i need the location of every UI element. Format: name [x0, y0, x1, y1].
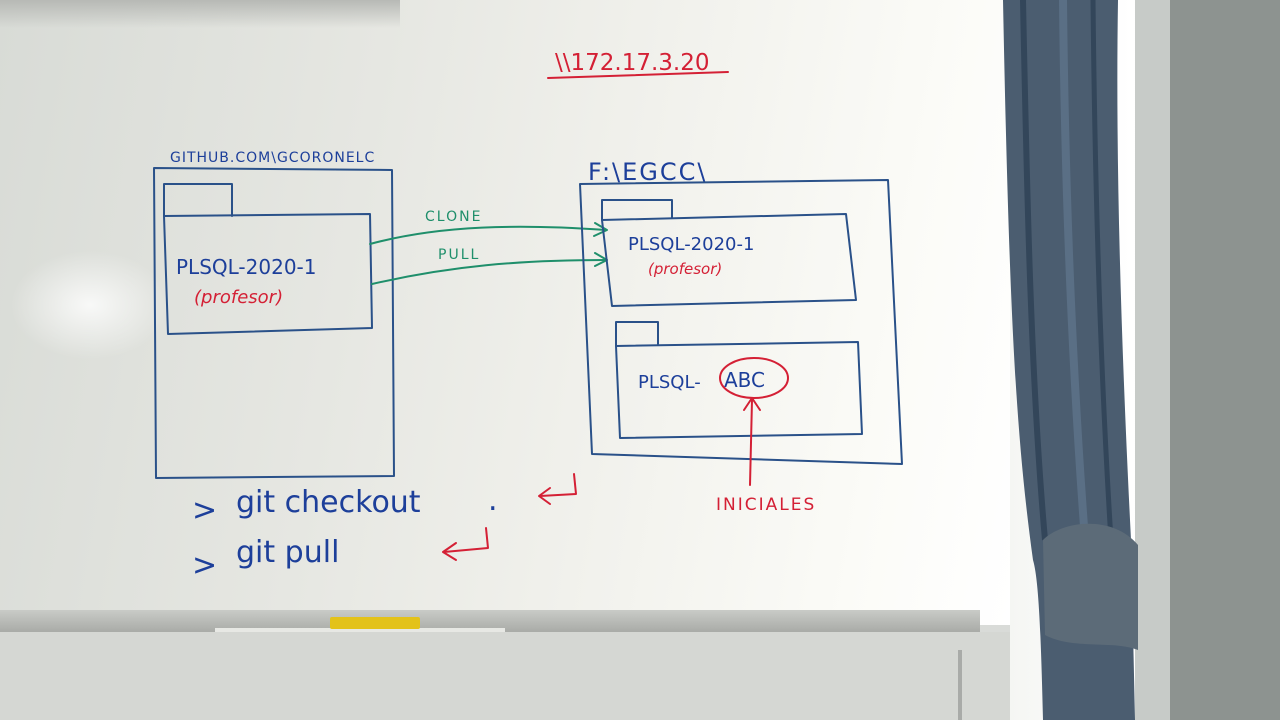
command-1-text: git checkout: [236, 485, 421, 520]
local-professor-folder-icon: [601, 213, 857, 307]
student-initials: ABC: [724, 368, 765, 392]
curtain-tie: [1043, 523, 1138, 650]
initials-pointer-line: [749, 399, 753, 486]
command-1-prompt: >: [192, 493, 217, 528]
local-folder-note: (profesor): [648, 260, 722, 278]
yellow-marker: [330, 617, 420, 629]
student-folder-prefix: PLSQL-: [638, 372, 701, 393]
github-url-text: GITHUB.COM\GCORONELC: [170, 150, 375, 166]
clone-label: CLONE: [425, 209, 482, 225]
enter-arrowhead-1-icon: [538, 487, 551, 505]
local-folder-tab-icon: [601, 199, 673, 221]
command-1-dot: .: [488, 483, 498, 518]
initials-label: INICIALES: [716, 495, 816, 515]
top-shadow: [0, 0, 400, 28]
pull-arrow: [371, 259, 607, 285]
github-repo-box: [153, 167, 395, 479]
wall-edge: [958, 650, 962, 720]
local-path-text: F:\EGCC\: [588, 158, 707, 186]
wall: [0, 632, 1010, 720]
ip-underline: [547, 71, 729, 79]
window-frame: [1170, 0, 1280, 720]
local-drive-box: [579, 179, 903, 465]
remote-folder-tab-icon: [163, 183, 233, 217]
light-glare: [10, 250, 170, 360]
command-2-prompt: >: [192, 548, 217, 583]
initials-arrowhead-icon: [743, 397, 761, 411]
enter-arrowhead-2-icon: [442, 542, 457, 561]
local-folder-name: PLSQL-2020-1: [628, 234, 754, 255]
clone-arrow: [369, 225, 607, 245]
initials-circle: [719, 357, 789, 399]
remote-folder-note: (profesor): [194, 287, 283, 308]
enter-arrow-2-icon: [443, 527, 489, 553]
student-folder-tab-icon: [615, 321, 659, 347]
remote-folder-icon: [163, 213, 373, 335]
enter-arrow-1-icon: [539, 473, 577, 497]
curtain: [1003, 0, 1138, 720]
remote-folder-name: PLSQL-2020-1: [176, 255, 317, 279]
student-folder-icon: [615, 341, 863, 439]
clone-arrowhead-icon: [593, 222, 608, 237]
whiteboard-tray: [0, 610, 980, 632]
window-frame-inner: [1135, 0, 1170, 720]
pull-label: PULL: [438, 247, 480, 263]
command-2-text: git pull: [236, 535, 339, 570]
ip-address-text: \\172.17.3.20: [555, 50, 710, 76]
